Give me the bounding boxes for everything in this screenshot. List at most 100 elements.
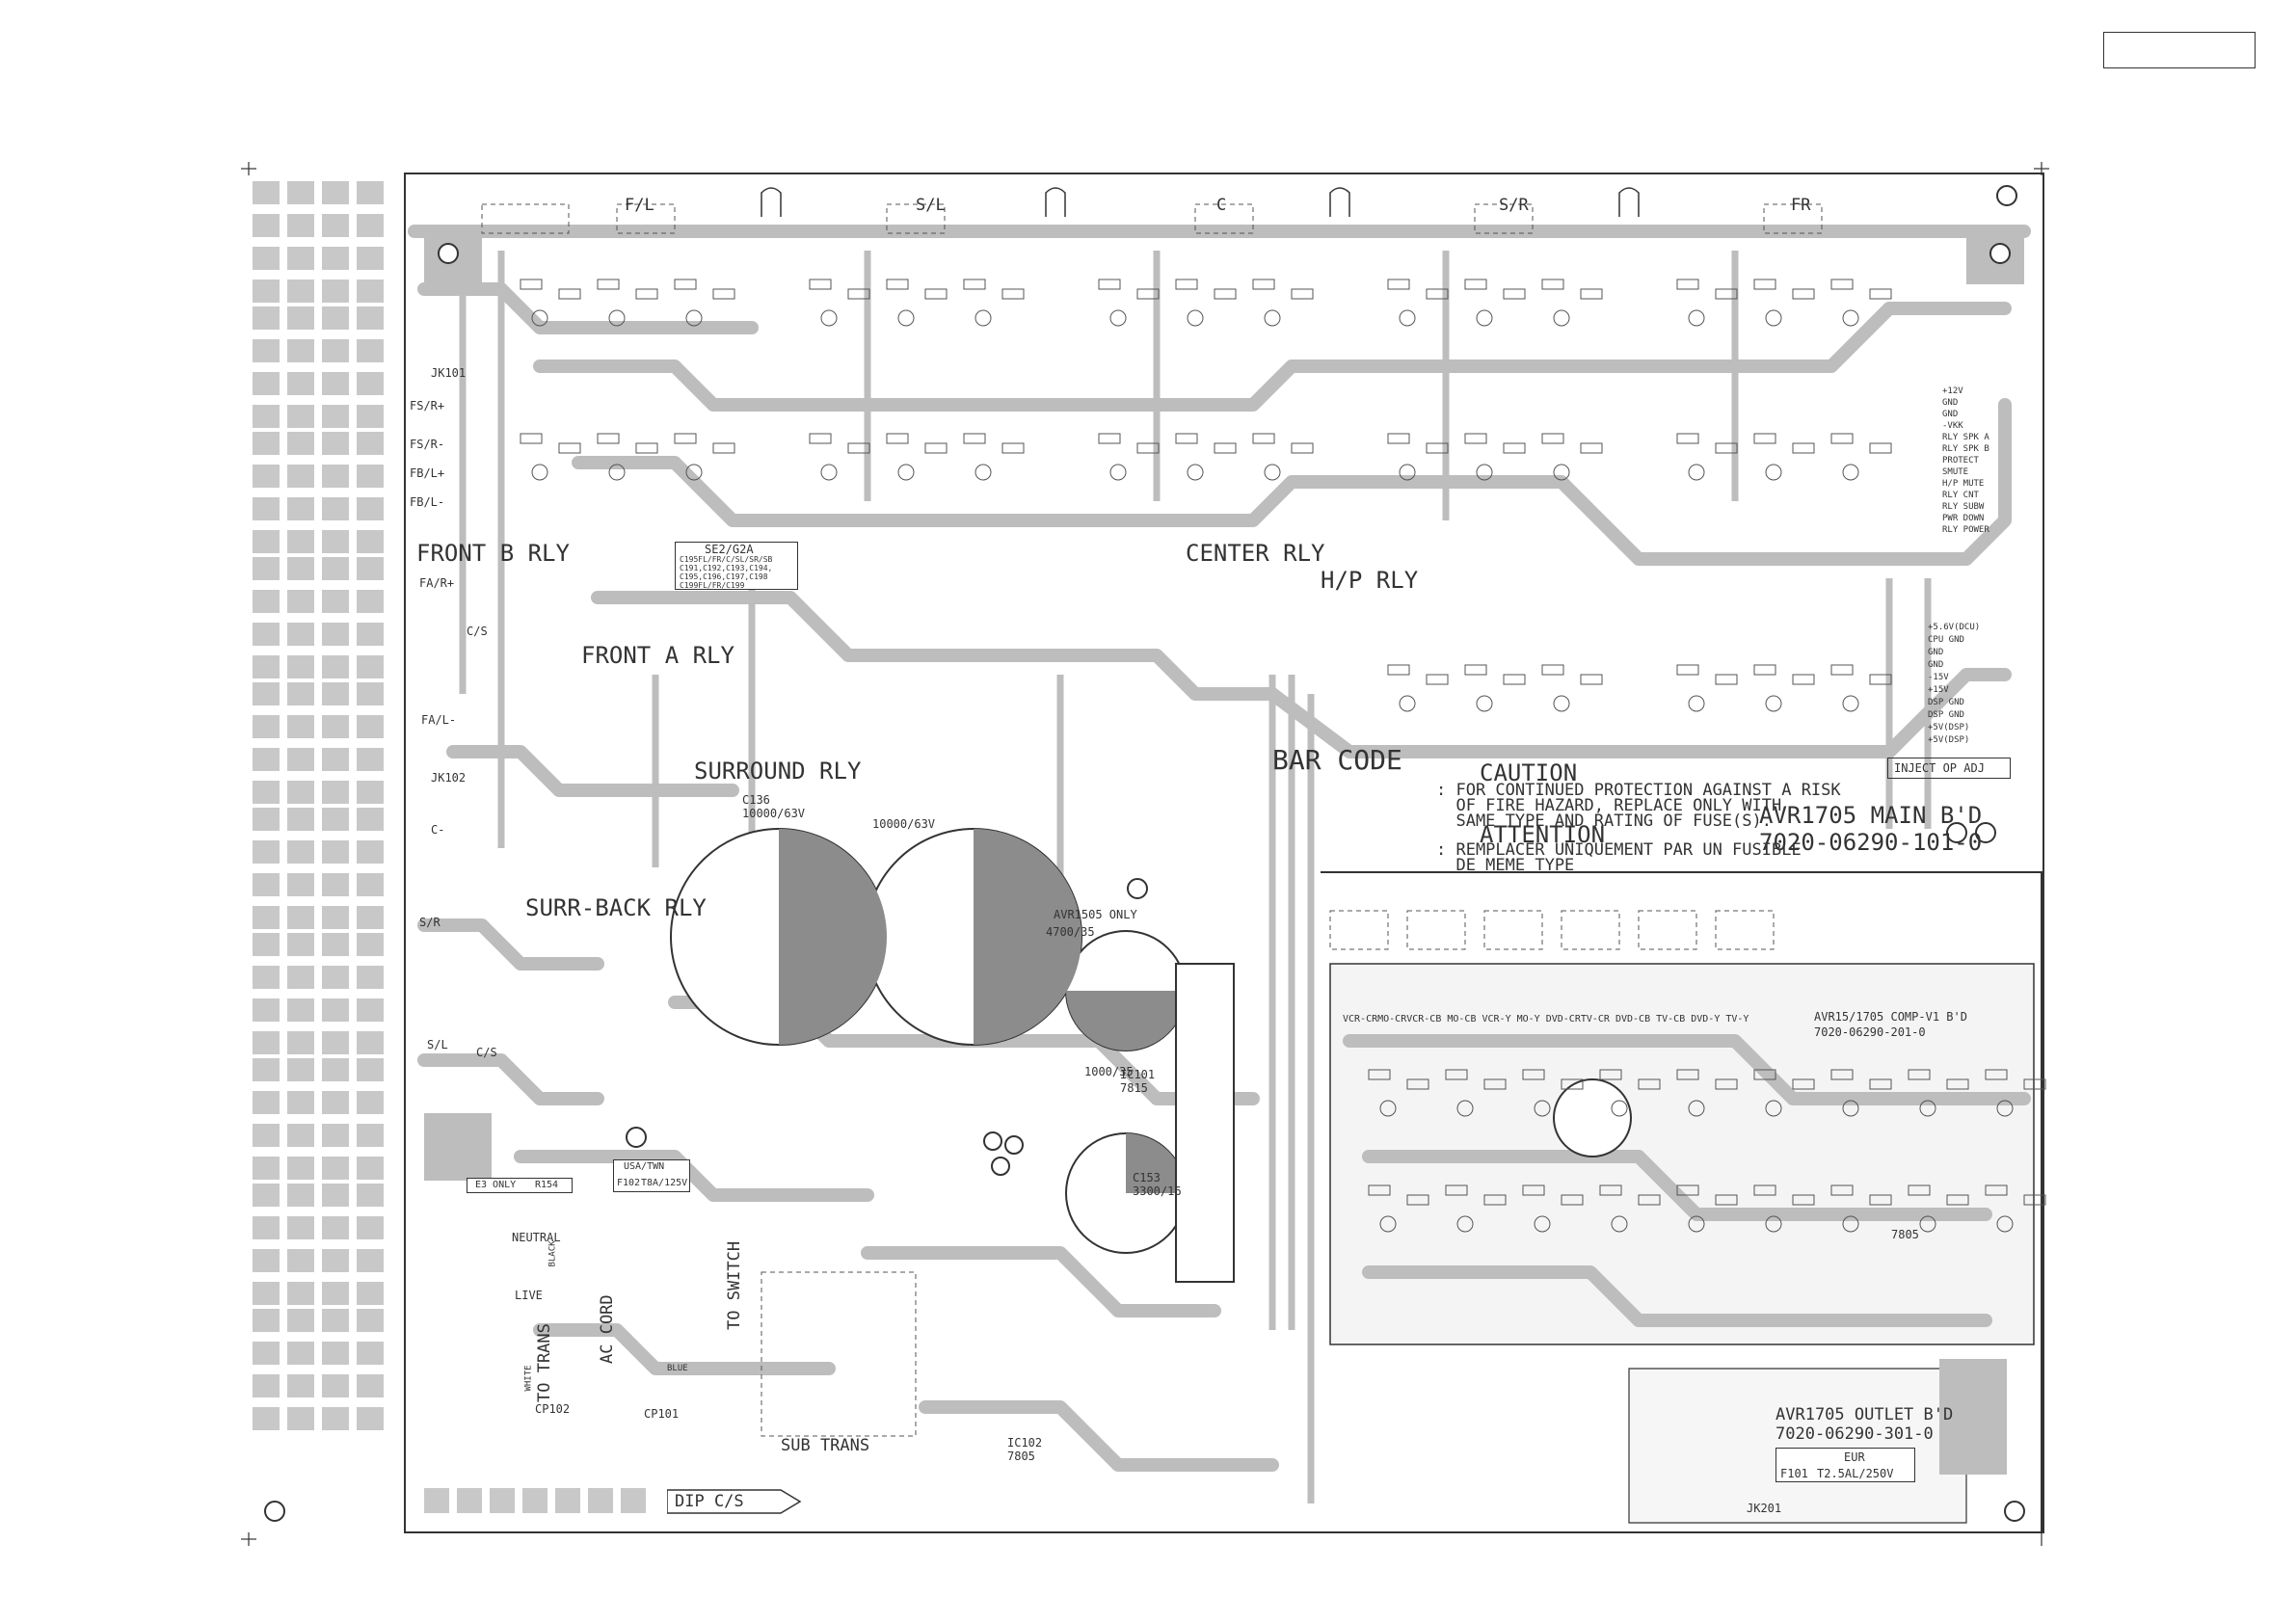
fuse-box-usa: USA/TWN F102 T8A/125V bbox=[613, 1159, 690, 1192]
barcode-area-label: BAR CODE bbox=[1272, 744, 1402, 776]
blue-label: BLUE bbox=[667, 1364, 688, 1373]
caution-line: OF FIRE HAZARD, REPLACE ONLY WITH bbox=[1436, 796, 1782, 815]
attention-title: ATTENTION bbox=[1480, 821, 1606, 848]
pin-label: PWR DOWN bbox=[1942, 514, 1985, 523]
version-line: C195FL/FR/C/SL/SR/SB bbox=[680, 555, 773, 564]
terminal-label: JK101 bbox=[431, 366, 467, 380]
caution-line: SAME TYPE AND RATING OF FUSE(S). bbox=[1436, 812, 1772, 831]
terminal-label: FB/L+ bbox=[410, 466, 445, 480]
connector-cn-right-2: +5.6V(DCU) CPU GND GND GND -15V +15V DSP… bbox=[1928, 622, 2015, 747]
attention-line: DE MEME TYPE bbox=[1436, 856, 1575, 875]
terminal-label: C/S bbox=[476, 1046, 497, 1059]
terminal-label: FA/L- bbox=[421, 713, 457, 727]
fuse-region: USA/TWN bbox=[624, 1161, 665, 1172]
caution-line: : FOR CONTINUED PROTECTION AGAINST A RIS… bbox=[1436, 781, 1841, 800]
pin-label: SMUTE bbox=[1942, 467, 1969, 477]
inject-label-box: INJECT OP ADJ bbox=[1887, 758, 2011, 779]
terminal-label: C- bbox=[431, 823, 445, 837]
outlet-board-name: AVR1705 OUTLET B'D bbox=[1775, 1405, 1954, 1424]
white-label: WHITE bbox=[523, 1365, 534, 1392]
channel-label-sr: S/R bbox=[1499, 196, 1529, 215]
relay-label-front-a: FRONT A RLY bbox=[581, 642, 734, 669]
to-trans-label: TO TRANS bbox=[535, 1323, 554, 1402]
live-label: LIVE bbox=[515, 1289, 543, 1302]
fuse-rating: T8A/125V bbox=[641, 1178, 688, 1188]
comp-board-name: AVR15/1705 COMP-V1 B'D bbox=[1814, 1010, 1967, 1024]
terminal-label: C/S bbox=[467, 625, 488, 638]
main-board-name: AVR1705 MAIN B'D bbox=[1759, 802, 1983, 829]
dip-cs-label: DIP C/S bbox=[675, 1492, 744, 1511]
pin-label: DSP GND bbox=[1928, 710, 1964, 720]
terminal-label: FA/R+ bbox=[419, 576, 455, 590]
pin-label: CPU GND bbox=[1928, 635, 1964, 645]
channel-label-fl: F/L bbox=[625, 196, 654, 215]
pin-label: RLY CNT bbox=[1942, 491, 1979, 500]
connector-cn-right: +12V GND GND -VKK RLY SPK A RLY SPK B PR… bbox=[1942, 386, 2019, 536]
pin-label: -15V bbox=[1928, 673, 1949, 682]
pin-label: +12V bbox=[1942, 386, 1963, 396]
version-line: C195,C196,C197,C198 bbox=[680, 572, 768, 581]
neutral-label: NEUTRAL bbox=[512, 1231, 561, 1244]
pin-label: H/P MUTE bbox=[1942, 479, 1985, 489]
terminal-label: S/R bbox=[419, 916, 441, 929]
to-switch-label: TO SWITCH bbox=[725, 1240, 744, 1330]
main-board-code: 7020-06290-101-0 bbox=[1759, 829, 1983, 856]
version-box: SE2/G2A C195FL/FR/C/SL/SR/SB C191,C192,C… bbox=[675, 542, 798, 590]
relay-label-hp: H/P RLY bbox=[1321, 567, 1419, 594]
caution-title: CAUTION bbox=[1480, 759, 1578, 786]
comp-board-code: 7020-06290-201-0 bbox=[1814, 1025, 1926, 1039]
inject-label: INJECT OP ADJ bbox=[1894, 761, 1985, 775]
pin-label: +5V(DSP) bbox=[1928, 735, 1970, 745]
pin-label: RLY SPK A bbox=[1942, 433, 1989, 442]
pin-label: +15V bbox=[1928, 685, 1949, 695]
corner-label-box bbox=[2103, 32, 2256, 68]
relay-label-surround: SURROUND RLY bbox=[694, 758, 862, 785]
capacitor-label: 4700/35 bbox=[1046, 925, 1095, 939]
black-label: BLACK bbox=[547, 1240, 558, 1267]
capacitor-label: C153 3300/16 bbox=[1133, 1171, 1182, 1198]
pin-label: GND bbox=[1942, 410, 1959, 419]
channel-label-c: C bbox=[1216, 196, 1227, 215]
version-line: C191,C192,C193,C194, bbox=[680, 564, 773, 572]
channel-label-fr: FR bbox=[1791, 196, 1811, 215]
pin-label: PROTECT bbox=[1942, 456, 1979, 466]
cp102-label: CP102 bbox=[535, 1402, 571, 1416]
ic-label: IC101 7815 bbox=[1120, 1068, 1156, 1095]
dip-cs-tag: DIP C/S bbox=[667, 1489, 802, 1514]
capacitor-label: 10000/63V bbox=[872, 817, 936, 831]
pin-label: -VKK bbox=[1942, 421, 1963, 431]
comp-board-inputs: VCR-CRMO-CRVCR-CB MO-CB VCR-Y MO-Y DVD-C… bbox=[1343, 1014, 1749, 1024]
attention-line: : REMPLACER UNIQUEMENT PAR UN FUSIBLE bbox=[1436, 840, 1802, 860]
ic-label: 7805 bbox=[1891, 1228, 1919, 1241]
pin-label: RLY SUBW bbox=[1942, 502, 1985, 512]
ic-label: IC102 7805 bbox=[1007, 1436, 1043, 1463]
pin-label: GND bbox=[1942, 398, 1959, 408]
fuse-region: EUR bbox=[1844, 1450, 1865, 1464]
capacitor-label: C136 10000/63V bbox=[742, 793, 806, 820]
ic-label: AVR1505 ONLY bbox=[1054, 908, 1137, 921]
pin-label: +5V(DSP) bbox=[1928, 723, 1970, 732]
pin-label: GND bbox=[1928, 660, 1944, 670]
outlet-board-code: 7020-06290-301-0 bbox=[1775, 1424, 1934, 1444]
channel-label-sl: S/L bbox=[916, 196, 946, 215]
fuse-ref: F102 bbox=[617, 1178, 641, 1188]
terminal-label: FB/L- bbox=[410, 495, 445, 509]
e3-only-box: E3 ONLY R154 bbox=[467, 1178, 573, 1193]
terminal-label: FS/R- bbox=[410, 438, 445, 451]
relay-label-front-b: FRONT B RLY bbox=[416, 540, 570, 567]
ac-cord-label: AC CORD bbox=[598, 1294, 617, 1364]
fuse-ref: F101 bbox=[1780, 1467, 1808, 1480]
relay-label-center: CENTER RLY bbox=[1186, 540, 1325, 567]
capacitor-label: 1000/35 bbox=[1084, 1065, 1134, 1078]
e3-label: E3 ONLY bbox=[475, 1180, 517, 1190]
outlet-fuse-table: EUR F101 T2.5AL/250V bbox=[1775, 1448, 1915, 1482]
pin-label: RLY POWER bbox=[1942, 525, 1989, 535]
version-line: C199FL/FR/C199 bbox=[680, 581, 745, 590]
pin-label: RLY SPK B bbox=[1942, 444, 1989, 454]
cp101-label: CP101 bbox=[644, 1407, 680, 1421]
terminal-label: S/L bbox=[427, 1038, 448, 1051]
pin-label: GND bbox=[1928, 648, 1944, 657]
fuse-rating: T2.5AL/250V bbox=[1817, 1467, 1894, 1480]
terminal-label: FS/R+ bbox=[410, 399, 445, 412]
